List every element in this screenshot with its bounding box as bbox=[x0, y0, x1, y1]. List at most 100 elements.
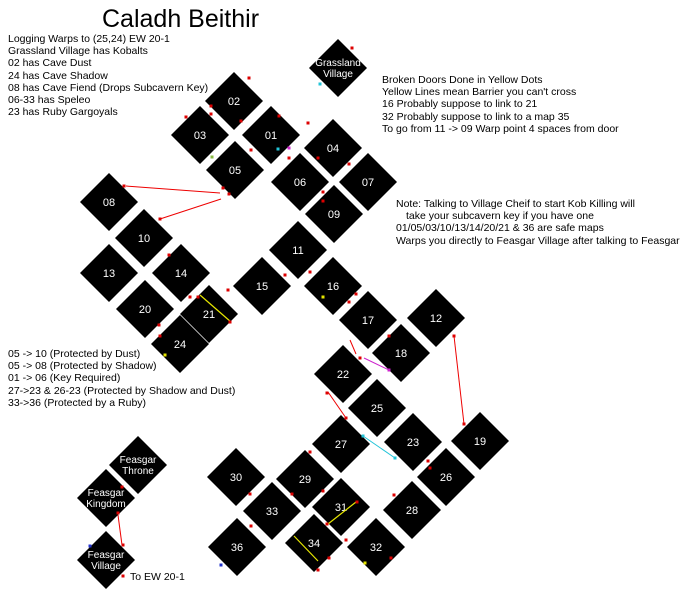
barrier-line bbox=[199, 294, 232, 323]
room-01[interactable]: 01 bbox=[242, 106, 300, 164]
room-label: Village bbox=[91, 561, 121, 572]
note-line: 08 has Cave Fiend (Drops Subcavern Key) bbox=[8, 81, 209, 94]
room-03[interactable]: 03 bbox=[171, 106, 229, 164]
room-20[interactable]: 20 bbox=[116, 280, 174, 338]
note-line: 01 -> 06 (Key Required) bbox=[8, 372, 121, 385]
door-marker bbox=[210, 155, 214, 159]
room-27[interactable]: 27 bbox=[312, 415, 370, 473]
room-02[interactable]: 02 bbox=[205, 72, 263, 130]
room-15[interactable]: 15 bbox=[233, 257, 291, 315]
room-tile bbox=[151, 315, 209, 373]
room-26[interactable]: 26 bbox=[417, 448, 475, 506]
room-12[interactable]: 12 bbox=[407, 289, 465, 347]
room-label: 11 bbox=[292, 245, 303, 257]
room-tile bbox=[417, 448, 475, 506]
door-marker bbox=[122, 184, 126, 188]
notes-left: 05 -> 10 (Protected by Dust) 05 -> 08 (P… bbox=[8, 348, 235, 409]
door-marker bbox=[283, 273, 287, 277]
map-title: Caladh Beithir bbox=[102, 5, 260, 33]
note-line: 06-33 has Speleo bbox=[8, 94, 91, 107]
room-label: 26 bbox=[440, 472, 452, 484]
room-tile bbox=[384, 413, 442, 471]
room-label: 30 bbox=[230, 472, 242, 484]
room-label: 10 bbox=[138, 233, 150, 245]
door-marker bbox=[344, 416, 348, 420]
room-14[interactable]: 14 bbox=[152, 244, 210, 302]
room-tile bbox=[207, 448, 265, 506]
room-21[interactable]: 21 bbox=[180, 285, 238, 343]
room-24[interactable]: 24 bbox=[151, 315, 209, 373]
room-tile bbox=[271, 153, 329, 211]
room-label: 09 bbox=[328, 209, 340, 221]
room-label: 17 bbox=[362, 315, 374, 327]
room-label: 07 bbox=[362, 177, 374, 189]
room-07[interactable]: 07 bbox=[339, 153, 397, 211]
exit-label: To EW 20-1 bbox=[130, 571, 185, 583]
room-13[interactable]: 13 bbox=[80, 244, 138, 302]
room-tile bbox=[407, 289, 465, 347]
door-marker bbox=[277, 114, 281, 118]
room-label: 18 bbox=[395, 348, 407, 360]
door-marker bbox=[308, 450, 312, 454]
note-line: 05 -> 08 (Protected by Shadow) bbox=[8, 360, 157, 373]
room-18[interactable]: 18 bbox=[372, 324, 430, 382]
room-36[interactable]: 36 bbox=[208, 518, 266, 576]
notes-top-left: Logging Warps to (25,24) EW 20-1 Grassla… bbox=[8, 33, 208, 118]
room-17[interactable]: 17 bbox=[339, 291, 397, 349]
room-label: 24 bbox=[174, 339, 186, 351]
room-label: 12 bbox=[430, 313, 442, 325]
door-marker bbox=[116, 511, 120, 515]
room-label: Grassland bbox=[315, 58, 361, 69]
room-30[interactable]: 30 bbox=[207, 448, 265, 506]
room-28[interactable]: 28 bbox=[383, 481, 441, 539]
door-marker bbox=[287, 146, 291, 150]
room-label: 27 bbox=[335, 439, 347, 451]
door-marker bbox=[249, 524, 253, 528]
room-tile bbox=[347, 518, 405, 576]
room-06[interactable]: 06 bbox=[271, 153, 329, 211]
room-tile bbox=[312, 415, 370, 473]
room-tile bbox=[115, 209, 173, 267]
room-tile bbox=[233, 257, 291, 315]
room-33[interactable]: 33 bbox=[243, 482, 301, 540]
room-08[interactable]: 08 bbox=[80, 173, 138, 231]
door-marker bbox=[157, 323, 161, 327]
room-25[interactable]: 25 bbox=[348, 379, 406, 437]
door-marker bbox=[350, 46, 354, 50]
note-line: 32 Probably suppose to link to a map 35 bbox=[382, 110, 570, 123]
room-link bbox=[117, 514, 123, 546]
room-label: 19 bbox=[474, 436, 486, 448]
room-19[interactable]: 19 bbox=[451, 412, 509, 470]
room-32[interactable]: 32 bbox=[347, 518, 405, 576]
room-09[interactable]: 09 bbox=[305, 185, 363, 243]
door-marker bbox=[387, 368, 391, 372]
room-23[interactable]: 23 bbox=[384, 413, 442, 471]
door-marker bbox=[276, 147, 280, 151]
room-10[interactable]: 10 bbox=[115, 209, 173, 267]
room-link bbox=[453, 335, 465, 425]
room-link bbox=[159, 198, 222, 220]
room-11[interactable]: 11 bbox=[269, 221, 327, 279]
room-tile bbox=[383, 481, 441, 539]
room-05[interactable]: 05 bbox=[206, 141, 264, 199]
door-marker bbox=[158, 217, 162, 221]
room-label: 01 bbox=[265, 130, 277, 142]
door-marker bbox=[287, 156, 291, 160]
door-marker bbox=[306, 121, 310, 125]
door-marker bbox=[426, 459, 430, 463]
door-marker bbox=[325, 522, 329, 526]
door-marker bbox=[347, 300, 351, 304]
door-marker bbox=[321, 489, 325, 493]
room-22[interactable]: 22 bbox=[314, 345, 372, 403]
room-label: 21 bbox=[203, 309, 215, 321]
door-marker bbox=[290, 492, 294, 496]
room-tile bbox=[152, 244, 210, 302]
room-label: 32 bbox=[370, 542, 382, 554]
door-marker bbox=[196, 295, 200, 299]
